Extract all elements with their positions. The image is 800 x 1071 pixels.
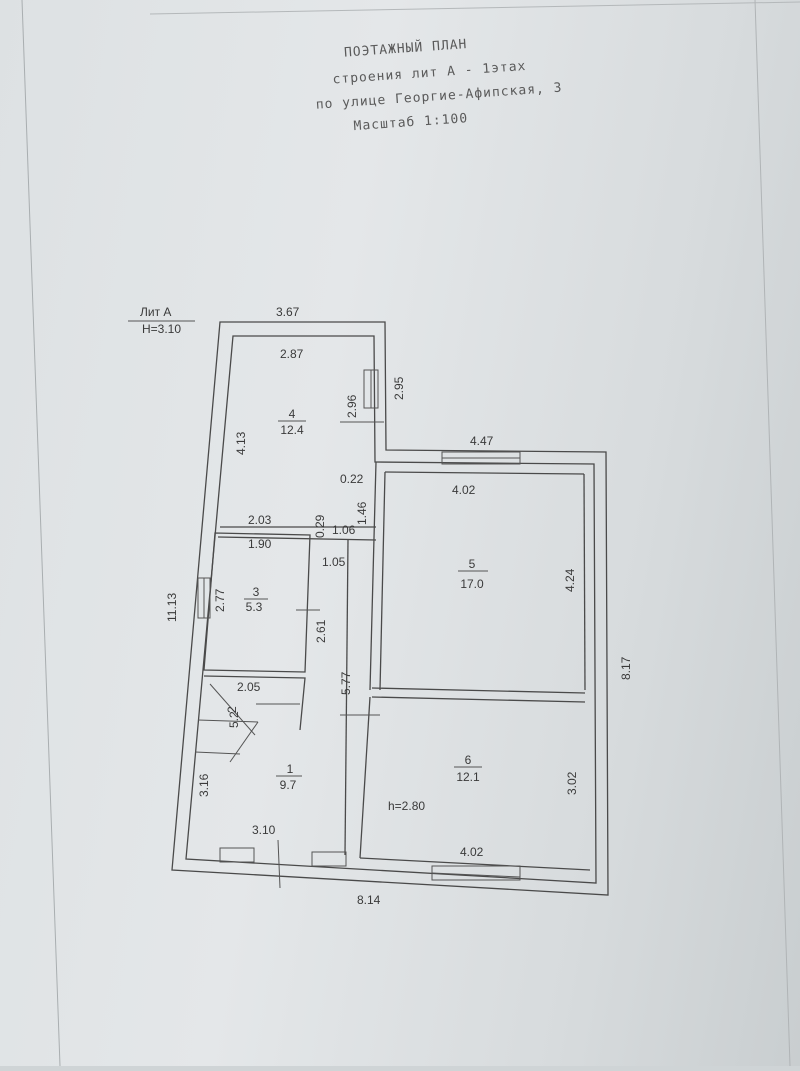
room2-number: 2 — [225, 706, 239, 713]
dim-room6-height: 3.02 — [565, 771, 579, 795]
dim-wall-029: 0.29 — [313, 514, 327, 538]
stair-line-1 — [197, 719, 259, 723]
dim-106: 1.06 — [332, 523, 356, 537]
room1-number: 1 — [287, 762, 294, 776]
wall-room5-left — [369, 461, 377, 691]
room2-area: 5.2 — [227, 711, 241, 728]
stair-line-2 — [194, 751, 241, 755]
dim-room4-width: 2.87 — [280, 347, 304, 361]
entry-tick — [277, 839, 281, 889]
room6-number: 6 — [465, 753, 472, 767]
outer-wall-inner — [185, 335, 597, 884]
dim-corridor-long: 5.77 — [339, 671, 353, 695]
frame-line-right — [754, 0, 791, 1067]
wall-room6-left — [359, 696, 371, 859]
room3-number: 3 — [253, 585, 260, 599]
dim-top-width: 3.67 — [276, 305, 300, 319]
stair-boundary — [203, 675, 306, 731]
room6-ceiling-height: h=2.80 — [388, 799, 425, 813]
wall-corridor-top — [217, 536, 377, 541]
dim-bottom-total: 8.14 — [357, 893, 381, 907]
wall-room5-right — [583, 473, 586, 691]
wall-room6-top — [371, 696, 586, 703]
dimension-labels: 3.67 2.87 4.13 2.96 2.95 4.47 0.22 4.02 … — [165, 305, 633, 907]
dim-right-top: 4.47 — [470, 434, 494, 448]
room5-area: 17.0 — [460, 577, 484, 591]
title-line-2: строения лит А - 1этах — [332, 59, 527, 88]
dim-gap: 0.22 — [340, 472, 364, 486]
dim-stair-width: 2.05 — [237, 680, 261, 694]
dim-room5-width: 4.02 — [452, 483, 476, 497]
dim-right-total: 8.17 — [619, 656, 633, 680]
dim-room4-height: 4.13 — [234, 431, 248, 455]
dim-room5-height: 4.24 — [563, 568, 577, 592]
frame-line-top — [149, 1, 800, 15]
wall-corridor-right — [344, 539, 349, 856]
dim-room3-height: 2.77 — [213, 588, 227, 612]
title-line-1: ПОЭТАЖНЫЙ ПЛАН — [344, 36, 468, 61]
room3-walls — [203, 532, 311, 673]
outer-wall-outer — [171, 321, 609, 896]
room1-area: 9.7 — [280, 778, 297, 792]
stair-diagonal — [209, 683, 256, 736]
wall-room5-top — [384, 471, 585, 475]
frame-line-left — [21, 0, 61, 1067]
dim-left-total: 11.13 — [165, 593, 179, 622]
dim-room3-side: 2.61 — [314, 619, 328, 643]
room6-area: 12.1 — [456, 770, 480, 784]
dim-window-v2: 2.95 — [392, 376, 406, 400]
dim-room1-width: 3.10 — [252, 823, 276, 837]
wall-room6-bottom — [359, 857, 591, 871]
room5-number: 5 — [469, 557, 476, 571]
dim-window-v1: 2.96 — [345, 394, 359, 418]
stair-arrow — [229, 721, 259, 763]
room4-number: 4 — [289, 407, 296, 421]
wall-room5-bottom — [371, 687, 586, 694]
wall-room5-left-inner — [379, 471, 386, 691]
dim-corridor-h: 1.46 — [355, 501, 369, 525]
title-line-4: Масштаб 1:100 — [353, 111, 469, 134]
title-block: ПОЭТАЖНЫЙ ПЛАН строения лит А - 1этах по… — [315, 36, 563, 134]
dim-wall-203: 2.03 — [248, 513, 272, 527]
room-labels: 4 12.4 3 5.3 5 17.0 6 12.1 1 9.7 2 5.2 — [225, 407, 488, 792]
plan-walls — [171, 321, 609, 896]
dim-105: 1.05 — [322, 555, 346, 569]
window-bottom-2 — [311, 851, 347, 867]
room4-area: 12.4 — [280, 423, 304, 437]
dim-room1-height: 3.16 — [197, 773, 211, 797]
dim-room6-width: 4.02 — [460, 845, 484, 859]
room3-area: 5.3 — [246, 600, 263, 614]
window-bottom-1 — [219, 847, 255, 863]
lit-height: H=3.10 — [142, 322, 181, 336]
lit-label: Лит А — [140, 305, 171, 319]
dim-room3-width: 1.90 — [248, 537, 272, 551]
